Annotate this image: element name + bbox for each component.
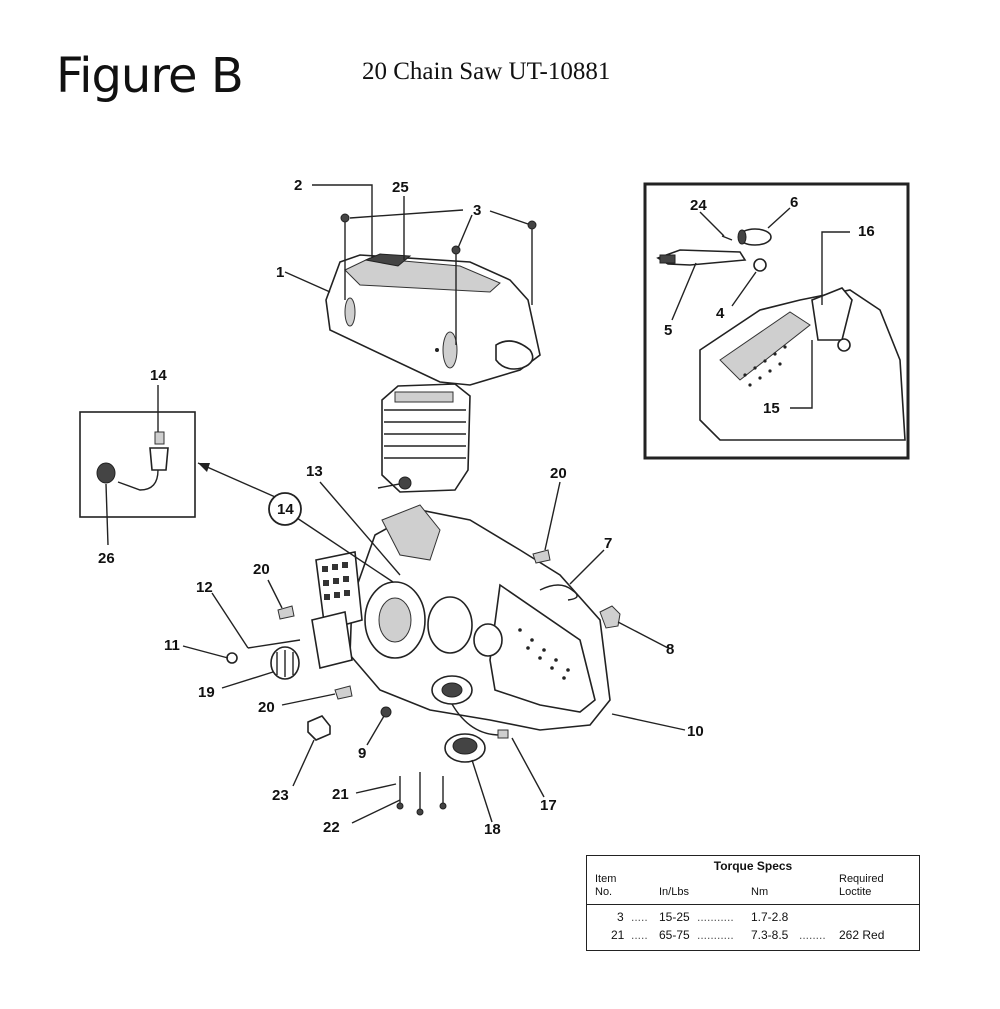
callout-2: 2 [294, 177, 302, 194]
callout-1: 1 [276, 264, 284, 281]
callout-7: 7 [604, 535, 612, 552]
screw-12 [247, 639, 301, 649]
clip-20-c [532, 549, 551, 564]
callout-3: 3 [473, 202, 481, 219]
crankcase-housing-part [349, 504, 611, 731]
callout-25: 25 [392, 179, 409, 196]
row-dots: ..... [631, 910, 648, 924]
header-in-lbs: In/Lbs [659, 886, 689, 898]
callout-11: 11 [164, 637, 180, 654]
callout-21: 21 [332, 786, 349, 803]
callout-circle-14 [268, 492, 302, 526]
switch-17-part [431, 675, 509, 739]
cap-18-part [444, 733, 486, 763]
callout-14-circle: 14 [277, 501, 294, 518]
callout-20-lower: 20 [258, 699, 275, 716]
top-cover-part [325, 253, 541, 386]
row-loctite: 262 Red [839, 928, 885, 942]
row-dots: ........... [697, 910, 734, 924]
callout-14-inset: 14 [150, 367, 167, 384]
ignition-coil-part [270, 646, 300, 680]
arrow-head [198, 463, 210, 472]
callout-26: 26 [98, 550, 115, 567]
handle-inset [643, 182, 910, 460]
callout-20-upper: 20 [550, 465, 567, 482]
header-nm: Nm [751, 886, 769, 898]
callout-5: 5 [664, 322, 672, 339]
callout-8: 8 [666, 641, 674, 658]
callout-9: 9 [358, 745, 366, 762]
leader-lines [105, 184, 850, 824]
bolt-9 [380, 706, 392, 718]
fuel-line-inset [79, 411, 196, 518]
callout-15: 15 [763, 400, 780, 417]
callout-20-mid: 20 [253, 561, 270, 578]
header-rule [587, 904, 919, 905]
row-item: 3 [617, 910, 624, 924]
row-dots: ..... [631, 928, 648, 942]
callout-13: 13 [306, 463, 323, 480]
callout-16: 16 [858, 223, 875, 240]
clip-20-b [334, 685, 353, 700]
callout-10: 10 [687, 723, 704, 740]
wire-7 [539, 584, 578, 601]
clip-20-a [277, 605, 295, 620]
arrow-to-inset [197, 462, 283, 501]
callout-6: 6 [790, 194, 798, 211]
screws-21-22 [396, 772, 447, 816]
cylinder-part [377, 383, 471, 493]
row-dots: ........... [697, 928, 734, 942]
nut-11 [226, 652, 238, 664]
figure-subtitle: 20 Chain Saw UT-10881 [362, 58, 611, 85]
row-dots: ........ [799, 928, 826, 942]
callout-17: 17 [540, 797, 557, 814]
header-item-no: Item No. [595, 873, 617, 898]
row-nm: 7.3-8.5 [751, 928, 789, 942]
part-8 [599, 605, 621, 629]
header-loctite: Required Loctite [839, 873, 884, 898]
callout-18: 18 [484, 821, 501, 838]
row-in-lbs: 65-75 [659, 928, 690, 942]
figure-title: Figure B [56, 48, 244, 104]
callout-22: 22 [323, 819, 340, 836]
callout-4: 4 [716, 305, 725, 322]
callout-24: 24 [690, 197, 707, 214]
torque-specs-title: Torque Specs [713, 859, 793, 873]
block-23 [307, 715, 331, 741]
callout-23: 23 [272, 787, 289, 804]
callout-19: 19 [198, 684, 215, 701]
callout-labels: 1 2 3 25 14 26 14 13 20 7 20 12 11 19 20… [98, 177, 875, 838]
cover-screws [340, 213, 537, 345]
row-nm: 1.7-2.8 [751, 910, 789, 924]
row-item: 21 [611, 928, 625, 942]
filter-plate-part [311, 551, 363, 669]
torque-specs-table: Torque Specs Item No. In/Lbs Nm Required… [586, 855, 920, 951]
callout-12: 12 [196, 579, 213, 596]
row-in-lbs: 15-25 [659, 910, 690, 924]
